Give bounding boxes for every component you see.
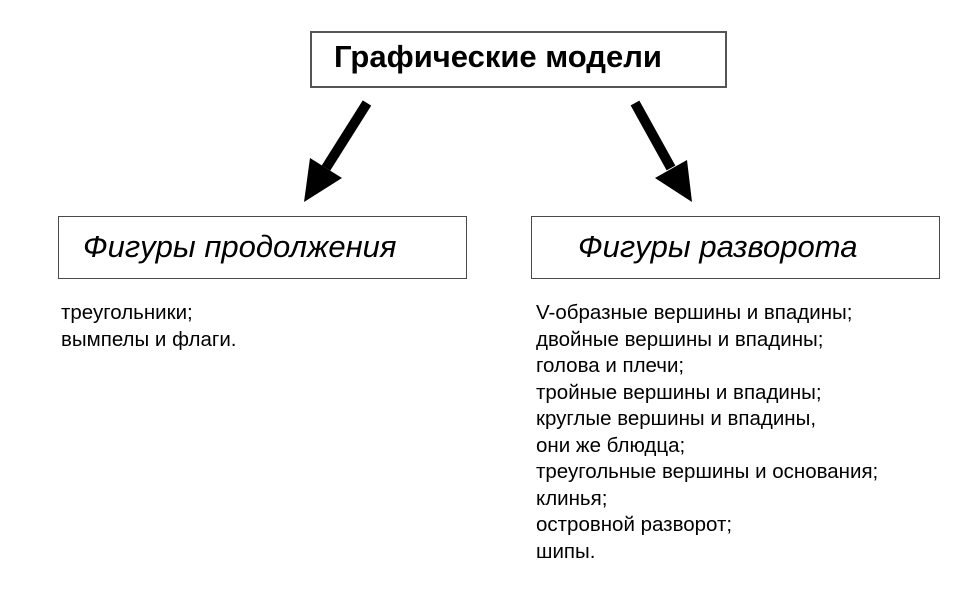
list-item: они же блюдца; xyxy=(536,433,686,457)
list-item: тройные вершины и впадины; xyxy=(536,380,822,404)
list-item: клинья; xyxy=(536,486,608,510)
arrow-to-continuation-figures xyxy=(304,100,372,202)
list-item: треугольники; xyxy=(61,301,193,324)
list-item: голова и плечи; xyxy=(536,354,685,377)
reversal-figures-title: Фигуры разворота xyxy=(578,229,858,264)
reversal-figures-box: Фигуры разворота xyxy=(531,216,940,279)
root-node-title: Графические модели xyxy=(334,39,662,74)
reversal-figures-list: V-образные вершины и впадины; двойные ве… xyxy=(536,300,878,565)
continuation-figures-list: треугольники; вымпелы и флаги. xyxy=(61,300,236,353)
list-item: круглые вершины и впадины, xyxy=(536,407,817,430)
list-item: шипы. xyxy=(536,539,596,563)
arrow-to-reversal-figures xyxy=(630,100,692,202)
root-node-box: Графические модели xyxy=(310,31,727,88)
list-item: двойные вершины и впадины; xyxy=(536,327,824,351)
continuation-figures-box: Фигуры продолжения xyxy=(58,216,467,279)
continuation-figures-title: Фигуры продолжения xyxy=(83,229,397,264)
list-item: вымпелы и флаги. xyxy=(61,327,237,351)
list-item: островной разворот; xyxy=(536,513,733,536)
list-item: треугольные вершины и основания; xyxy=(536,460,879,483)
list-item: V-образные вершины и впадины; xyxy=(536,301,853,324)
